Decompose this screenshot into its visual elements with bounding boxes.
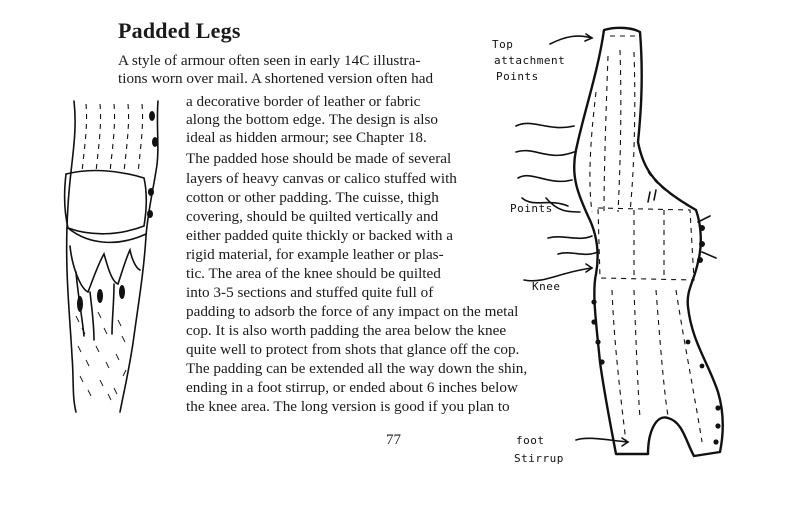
body-line: the knee area. The long version is good … [186,398,510,415]
leg-pattern-diagram [515,26,724,458]
page-number: 77 [386,432,401,448]
annotation-points: Points [510,202,553,215]
annotation-knee: Knee [532,280,561,293]
body-line: The padding can be extended all the way … [186,360,528,377]
body-line: either padded quite thickly or backed wi… [186,227,453,244]
body-line: padding to adsorb the force of any impac… [186,303,519,320]
body-line: cotton or other padding. The cuisse, thi… [186,189,439,206]
body-line: tic. The area of the knee should be quil… [186,265,441,282]
annotation-foot-stirrup: foot [516,434,545,447]
body-line: cop. It is also worth padding the area b… [186,322,507,339]
body-line: into 3-5 sections and stuffed quite full… [186,284,434,301]
body-line: ideal as hidden armour; see Chapter 18. [186,129,427,146]
body-line: tions worn over mail. A shortened versio… [118,70,434,87]
body-line: quite well to protect from shots that gl… [186,341,520,358]
annotation-foot-stirrup: Stirrup [514,452,564,465]
annotation-top-attachment: Top [492,38,514,51]
body-line: A style of armour often seen in early 14… [118,52,421,69]
section-heading: Padded Legs [118,18,241,43]
body-line: ending in a foot stirrup, or ended about… [186,379,518,396]
padded-leg-illustration [63,100,159,413]
body-line: covering, should be quilted vertically a… [186,208,439,225]
annotation-top-attachment: Points [496,70,539,83]
body-line: rigid material, for example leather or p… [186,246,444,263]
annotation-top-attachment: attachment [494,54,566,67]
body-line: a decorative border of leather or fabric [186,93,421,110]
body-line: The padded hose should be made of severa… [186,150,452,167]
body-line: along the bottom edge. The design is als… [186,111,438,128]
body-line: layers of heavy canvas or calico stuffed… [186,170,457,187]
